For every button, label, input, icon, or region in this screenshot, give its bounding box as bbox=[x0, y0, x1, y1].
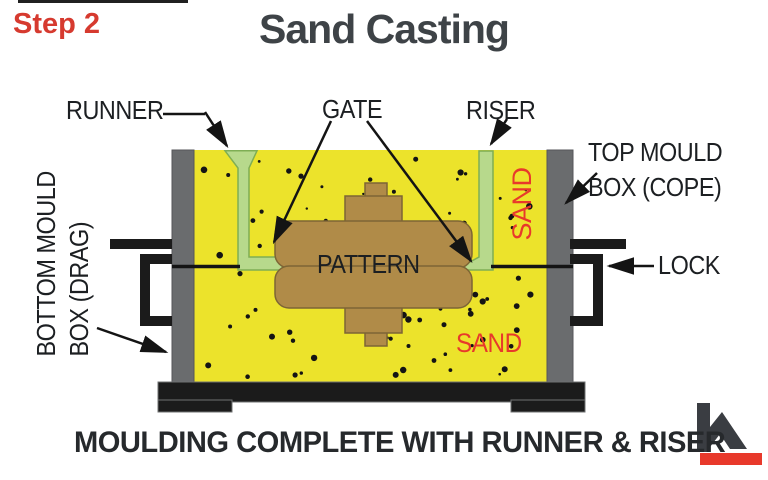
runner-arrow bbox=[203, 111, 229, 149]
riser-channel bbox=[454, 150, 494, 271]
top-edge-artifact bbox=[18, 0, 188, 3]
step-label: Step 2 bbox=[13, 8, 101, 40]
riser-label: RISER bbox=[466, 95, 536, 125]
gate-label: GATE bbox=[322, 94, 383, 124]
gate-arrow-right bbox=[365, 120, 473, 264]
bottom-mould-box-label: BOTTOM MOULD BOX (DRAG) bbox=[30, 168, 96, 357]
sand-label-cope: SAND bbox=[507, 167, 537, 241]
pattern-shape bbox=[274, 182, 473, 347]
leader-arrows bbox=[96, 111, 654, 354]
page-title: Sand Casting bbox=[259, 6, 510, 52]
runner-label: RUNNER bbox=[66, 95, 164, 125]
cope-arrow bbox=[564, 172, 598, 205]
top-mould-box-label: TOP MOULD BOX (COPE) bbox=[588, 135, 723, 205]
sand-label-drag: SAND bbox=[456, 328, 522, 358]
lock-bracket-right bbox=[570, 239, 626, 326]
lock-bracket-left bbox=[110, 239, 172, 326]
base-plate bbox=[157, 381, 586, 413]
gate-arrow-left bbox=[272, 120, 333, 245]
riser-arrow bbox=[489, 118, 512, 147]
top-mould-box-line2: BOX (COPE) bbox=[588, 172, 722, 202]
lock-label: LOCK bbox=[658, 250, 720, 280]
top-mould-box-line1: TOP MOULD bbox=[588, 137, 723, 167]
bottom-mould-box-line1: BOTTOM MOULD bbox=[31, 171, 61, 357]
pattern-label: PATTERN bbox=[317, 249, 420, 279]
bottom-mould-box-line2: BOX (DRAG) bbox=[64, 221, 94, 357]
caption: MOULDING COMPLETE WITH RUNNER & RISER bbox=[74, 426, 726, 459]
brand-logo-icon bbox=[697, 403, 762, 465]
drag-arrow bbox=[96, 326, 169, 354]
